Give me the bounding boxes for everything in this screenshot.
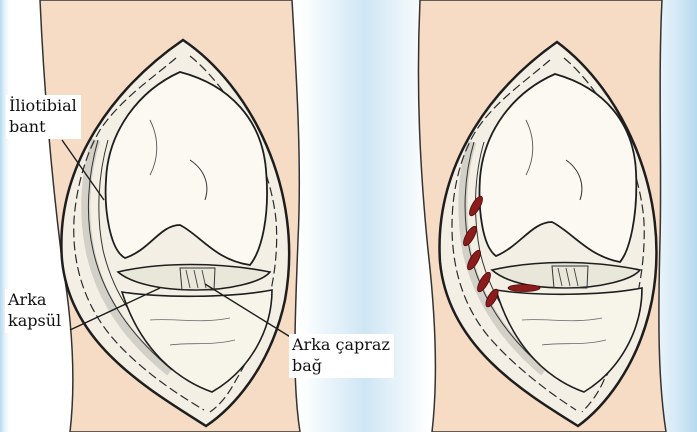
label-iliotibial-line1: İliotibial — [9, 95, 77, 116]
left-knee — [40, 0, 300, 432]
label-pcl-line2: bağ — [292, 355, 390, 376]
label-iliotibial-band: İliotibial bant — [6, 95, 81, 139]
label-capsule-line1: Arka — [8, 289, 61, 310]
label-posterior-cruciate-ligament: Arka çapraz bağ — [289, 334, 394, 378]
label-pcl-line1: Arka çapraz — [292, 334, 390, 355]
label-capsule-line2: kapsül — [8, 310, 61, 331]
label-posterior-capsule: Arka kapsül — [5, 289, 65, 333]
label-iliotibial-line2: bant — [9, 116, 77, 137]
right-knee — [418, 0, 666, 432]
